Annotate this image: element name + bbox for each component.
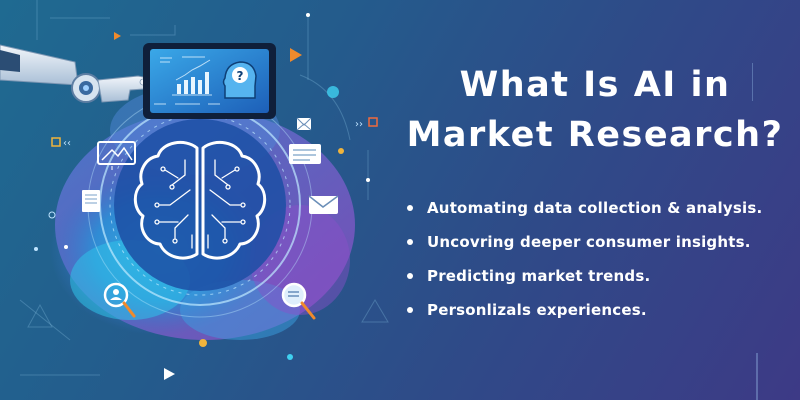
document-icon-right [289,144,321,164]
svg-text:?: ? [237,69,244,83]
image-icon [97,141,136,170]
circuit-brain [133,140,267,260]
svg-text:‹‹: ‹‹ [63,138,71,149]
decorative-line [752,63,753,101]
bullet-dot-icon [407,307,413,313]
svg-text:››: ›› [355,119,363,130]
robot-arm [0,44,169,103]
user-search-icon [103,282,136,318]
document-icon-left [82,190,100,212]
bullet-dot-icon [407,273,413,279]
mail-icon-large [308,195,339,214]
tablet: ? [143,43,276,119]
play-icon [164,368,175,380]
bullet-text: Automating data collection & analysis. [427,199,763,217]
mail-icon-small [296,117,312,131]
bullet-item: Uncovring deeper consumer insights. [402,225,792,259]
bullet-item: Predicting market trends. [402,259,792,293]
bullet-list: Automating data collection & analysis. U… [402,191,792,327]
head-question-icon: ? [222,61,257,99]
title-line-1: What Is AI in [459,65,731,105]
data-search-icon [281,282,316,320]
bullet-text: Uncovring deeper consumer insights. [427,233,751,251]
bullet-text: Personlizals experiences. [427,301,647,319]
bullet-dot-icon [407,205,413,211]
page-title: What Is AI in Market Research? [405,60,785,160]
bullet-dot-icon [407,239,413,245]
bullet-item: Personlizals experiences. [402,293,792,327]
bullet-item: Automating data collection & analysis. [402,191,792,225]
ai-brain-illustration: ? ‹‹ ›› [0,0,389,380]
decorative-line [756,353,758,400]
bullet-text: Predicting market trends. [427,267,651,285]
title-line-2: Market Research? [406,115,784,155]
